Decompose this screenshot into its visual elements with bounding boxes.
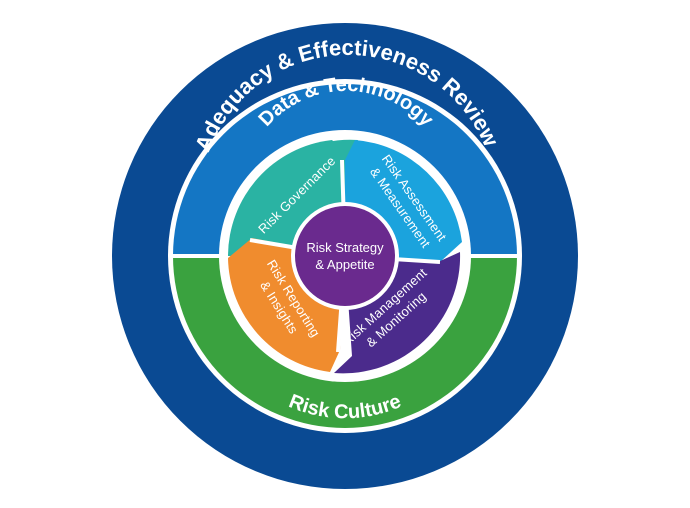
core-circle (295, 206, 395, 306)
core-label-line1: Risk Strategy (306, 240, 384, 255)
risk-governance-segment-tip (300, 139, 358, 165)
core-label-line2: & Appetite (315, 257, 374, 272)
